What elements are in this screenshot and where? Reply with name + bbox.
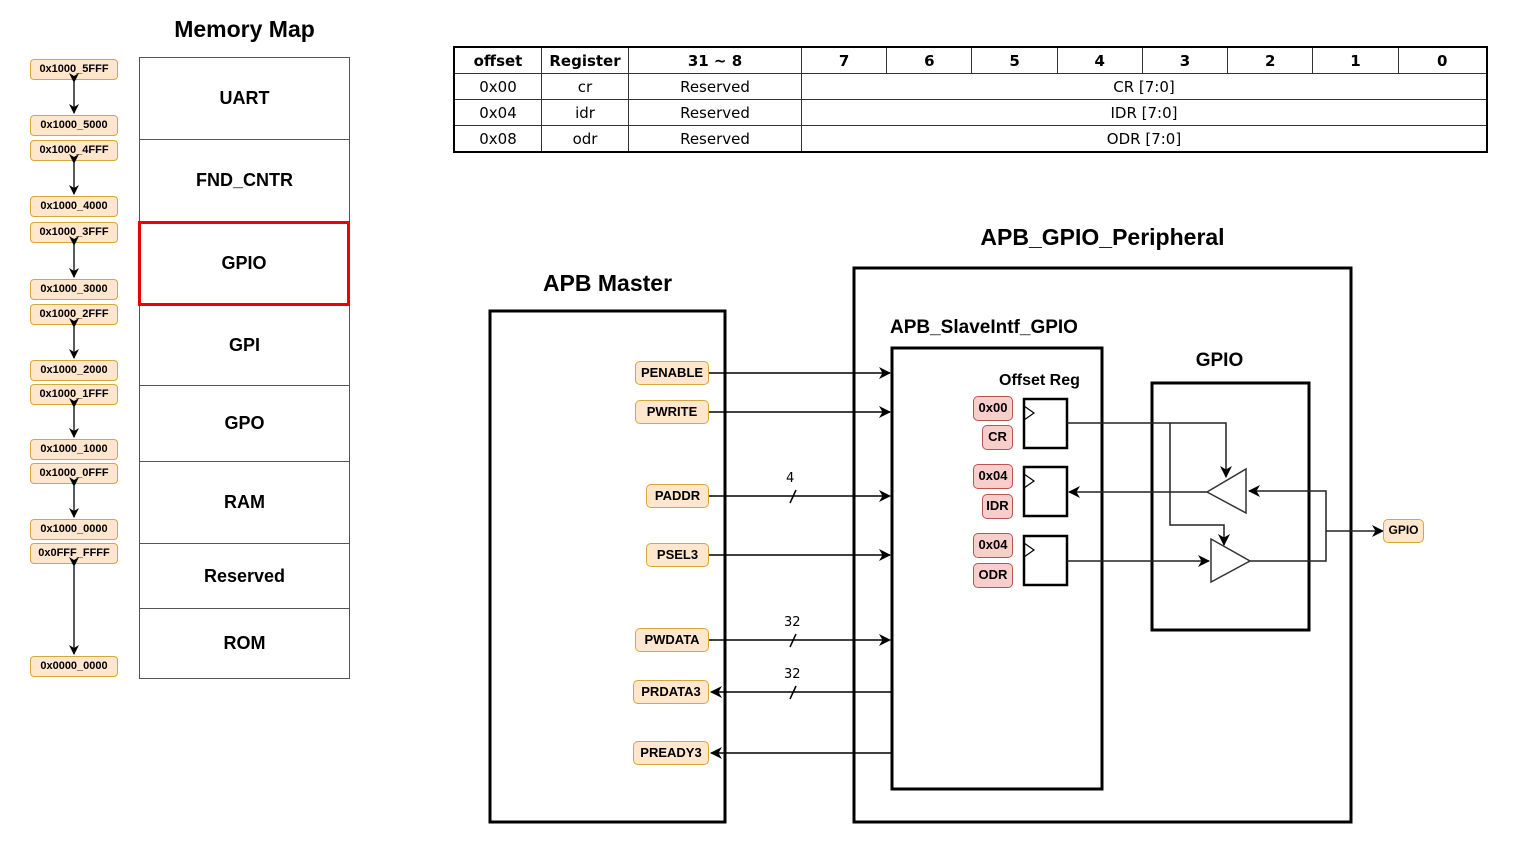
address-label: 0x1000_4000 bbox=[30, 196, 118, 217]
apb-signal-wires bbox=[709, 367, 892, 759]
register-cell: idr bbox=[541, 99, 629, 126]
apb-master-box bbox=[488, 309, 727, 824]
input-buffer-icon bbox=[1205, 467, 1247, 515]
memory-block-uart: UART bbox=[139, 57, 350, 140]
slave-intf-box bbox=[890, 346, 1104, 791]
slave-intf-title: APB_SlaveIntf_GPIO bbox=[890, 317, 1078, 338]
reg-name-odr: ODR bbox=[973, 563, 1013, 588]
signal-paddr: PADDR bbox=[646, 484, 709, 508]
address-label: 0x1000_2000 bbox=[30, 360, 118, 381]
signal-pwdata: PWDATA bbox=[635, 628, 709, 652]
address-label: 0x1000_3000 bbox=[30, 279, 118, 300]
signal-pwrite: PWRITE bbox=[635, 400, 709, 424]
gpio-block-title: GPIO bbox=[1195, 350, 1244, 371]
gpio-block-box bbox=[1150, 381, 1311, 632]
signal-penable: PENABLE bbox=[635, 361, 709, 385]
memory-block-label: ROM bbox=[223, 633, 266, 653]
memory-block-label: GPIO bbox=[221, 253, 267, 273]
memory-block-label: Reserved bbox=[203, 565, 286, 586]
reg-name-cr: CR bbox=[982, 425, 1013, 450]
output-buffer-icon bbox=[1210, 537, 1252, 584]
address-label: 0x1000_1FFF bbox=[30, 384, 118, 405]
column-header: 1 bbox=[1312, 46, 1399, 74]
address-label: 0x0000_0000 bbox=[30, 656, 118, 677]
memory-block-gpi: GPI bbox=[139, 306, 350, 386]
column-header: 2 bbox=[1227, 46, 1314, 74]
column-header: 31 ~ 8 bbox=[628, 46, 802, 74]
reserved-cell: Reserved bbox=[628, 73, 802, 100]
memory-block-reserved: Reserved bbox=[139, 544, 350, 609]
memory-block-label: FND_CNTR bbox=[196, 170, 293, 190]
offset-cell: 0x04 bbox=[453, 99, 542, 126]
gpio-internal-wires bbox=[1067, 422, 1384, 567]
register-cell: cr bbox=[541, 73, 629, 100]
table-row: 0x00 cr Reserved CR [7:0] bbox=[453, 73, 1488, 100]
signal-pready3: PREADY3 bbox=[633, 741, 709, 765]
column-header: 5 bbox=[971, 46, 1058, 74]
memory-block-label: GPO bbox=[224, 413, 265, 433]
reg-offset-odr: 0x04 bbox=[973, 533, 1013, 558]
memory-block-rom: ROM bbox=[139, 609, 350, 679]
column-header: 0 bbox=[1397, 46, 1488, 74]
reg-offset-idr: 0x04 bbox=[973, 464, 1013, 489]
table-header-row: offset Register 31 ~ 8 7 6 5 4 3 2 1 0 bbox=[453, 46, 1488, 74]
table-row: 0x04 idr Reserved IDR [7:0] bbox=[453, 99, 1488, 126]
memory-map-title: Memory Map bbox=[174, 16, 315, 42]
memory-block-gpo: GPO bbox=[139, 386, 350, 462]
peripheral-box bbox=[852, 266, 1353, 824]
bus-width-label: 32 bbox=[784, 667, 801, 682]
memory-block-label: GPI bbox=[228, 335, 260, 355]
memory-block-label: RAM bbox=[224, 492, 265, 512]
register-table: offset Register 31 ~ 8 7 6 5 4 3 2 1 0 0… bbox=[453, 46, 1488, 153]
register-flipflops bbox=[1022, 397, 1069, 587]
apb-master-title: APB Master bbox=[542, 270, 673, 296]
address-label: 0x1000_5000 bbox=[30, 115, 118, 136]
offset-reg-label: Offset Reg bbox=[999, 372, 1080, 389]
field-cell: IDR [7:0] bbox=[801, 99, 1488, 126]
memory-block-ram: RAM bbox=[139, 462, 350, 544]
gpio-external-port: GPIO bbox=[1383, 519, 1424, 543]
tristate-buffers bbox=[1205, 467, 1252, 584]
address-label: 0x1000_0000 bbox=[30, 519, 118, 540]
column-header: 7 bbox=[800, 46, 888, 74]
offset-cell: 0x08 bbox=[453, 125, 542, 153]
reg-name-idr: IDR bbox=[982, 494, 1013, 519]
register-cell: odr bbox=[541, 125, 629, 153]
offset-cell: 0x00 bbox=[453, 73, 542, 100]
bus-width-label: 4 bbox=[786, 471, 795, 486]
table-row: 0x08 odr Reserved ODR [7:0] bbox=[453, 125, 1488, 153]
reserved-cell: Reserved bbox=[628, 99, 802, 126]
reserved-cell: Reserved bbox=[628, 125, 802, 153]
reg-offset-cr: 0x00 bbox=[973, 396, 1013, 421]
bus-width-label: 32 bbox=[784, 615, 801, 630]
peripheral-title: APB_GPIO_Peripheral bbox=[980, 224, 1225, 250]
address-label: 0x1000_1000 bbox=[30, 439, 118, 460]
column-header: 3 bbox=[1141, 46, 1229, 74]
memory-block-gpio: GPIO bbox=[138, 221, 350, 306]
address-label: 0x0FFF_FFFF bbox=[30, 543, 118, 564]
memory-block-label: UART bbox=[219, 88, 270, 108]
signal-psel3: PSEL3 bbox=[646, 543, 709, 567]
field-cell: ODR [7:0] bbox=[801, 125, 1488, 153]
column-header: offset bbox=[453, 46, 542, 74]
signal-prdata3: PRDATA3 bbox=[633, 680, 709, 704]
